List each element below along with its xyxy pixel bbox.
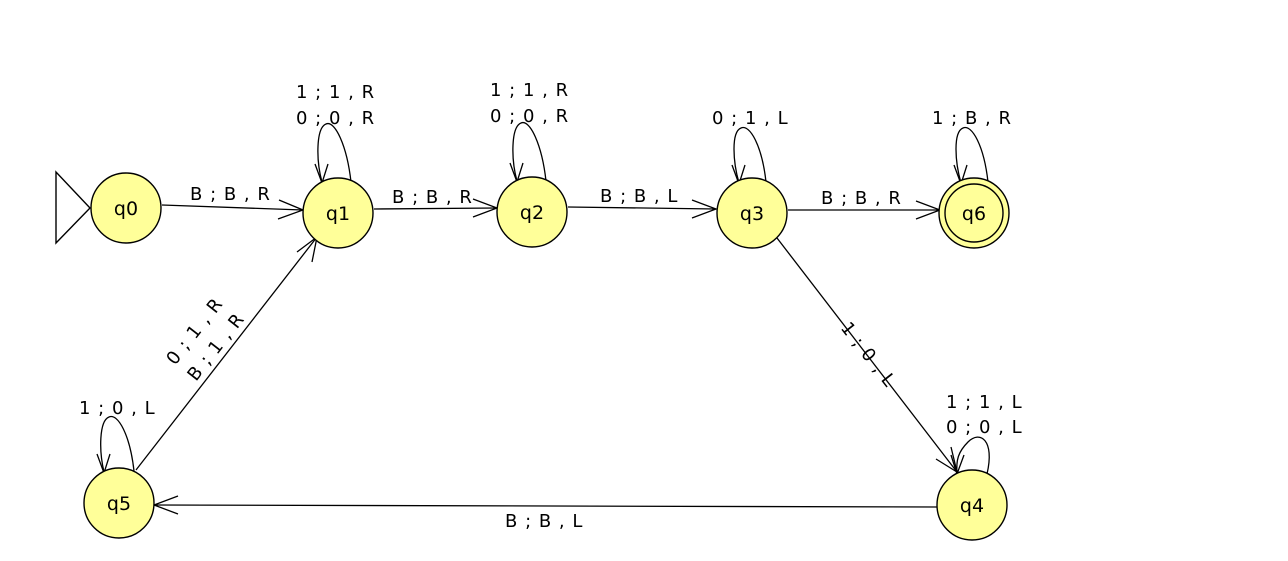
label-q4-q5: B ; B , L xyxy=(505,511,583,532)
loop-q5 xyxy=(100,415,135,473)
edge-q4-q5 xyxy=(153,504,938,508)
label-q3-q6: B ; B , R xyxy=(821,188,902,209)
edge-q1-q2 xyxy=(373,207,498,210)
label-q1-q2: B ; B , R xyxy=(392,187,473,208)
loop-q3 xyxy=(733,126,767,184)
state-q1: q1 xyxy=(302,177,374,249)
state-q3-label: q3 xyxy=(740,203,764,225)
loop-q6 xyxy=(955,126,989,184)
accepting-ring xyxy=(944,183,1004,243)
state-q5: q5 xyxy=(83,467,155,539)
loop-q1 xyxy=(317,123,352,183)
state-q0-label: q0 xyxy=(114,198,138,220)
state-q5-label: q5 xyxy=(107,493,131,515)
state-q2: q2 xyxy=(496,176,568,248)
label-q1-loop-b: 0 ; 0 , R xyxy=(296,108,375,129)
label-q3-q4: 1 ; 0 , L xyxy=(836,318,900,391)
label-q6-loop: 1 ; B , R xyxy=(932,108,1012,129)
label-q4-loop-b: 0 ; 0 , L xyxy=(946,417,1023,438)
label-q2-loop-a: 1 ; 1 , R xyxy=(490,80,569,101)
edge-q5-q1 xyxy=(135,236,318,471)
start-state-marker xyxy=(55,170,91,245)
state-q4-label: q4 xyxy=(960,495,984,517)
state-q6: q6 xyxy=(938,177,1010,249)
loop-q4 xyxy=(956,436,990,475)
state-q2-label: q2 xyxy=(520,202,544,224)
edge-q3-q4 xyxy=(776,237,958,473)
arrowhead-q2-q3 xyxy=(691,199,718,219)
state-q4: q4 xyxy=(936,469,1008,541)
label-q2-loop-b: 0 ; 0 , R xyxy=(490,106,569,127)
label-q4-loop-a: 1 ; 1 , L xyxy=(946,392,1023,413)
state-q3: q3 xyxy=(716,177,788,249)
label-q5-loop: 1 ; 0 , L xyxy=(79,398,156,419)
state-q1-label: q1 xyxy=(326,203,350,225)
loop-q2 xyxy=(512,122,547,182)
label-q3-loop: 0 ; 1 , L xyxy=(712,108,789,129)
edge-q0-q1 xyxy=(161,204,304,211)
label-q2-q3: B ; B , L xyxy=(600,186,678,207)
label-q0-q1: B ; B , R xyxy=(190,184,271,205)
label-q1-loop-a: 1 ; 1 , R xyxy=(296,82,375,103)
state-q6-label: q6 xyxy=(962,203,986,225)
edge-q2-q3 xyxy=(567,206,717,210)
state-q0: q0 xyxy=(90,172,162,244)
